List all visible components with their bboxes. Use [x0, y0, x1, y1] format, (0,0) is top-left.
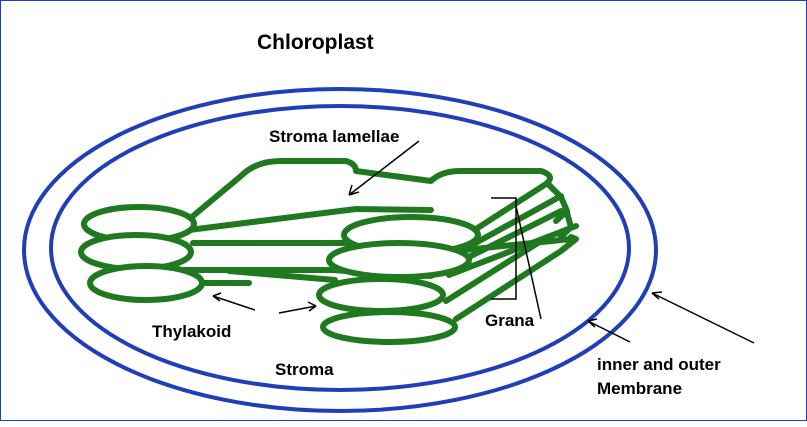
label-thylakoid: Thylakoid [152, 322, 231, 341]
membrane-arrow-outer [652, 293, 754, 343]
label-membrane-line1: inner and outer [597, 355, 721, 374]
diagram-title: Chloroplast [257, 31, 374, 54]
label-membrane-line2: Membrane [597, 379, 682, 398]
stroma-lamellae-arrow [349, 141, 419, 195]
label-stroma-lamellae: Stroma lamellae [269, 127, 399, 146]
membrane-arrow-inner [588, 321, 630, 342]
label-grana: Grana [485, 311, 535, 330]
label-stroma: Stroma [275, 360, 334, 379]
thylakoid-arrow-left [213, 296, 255, 310]
